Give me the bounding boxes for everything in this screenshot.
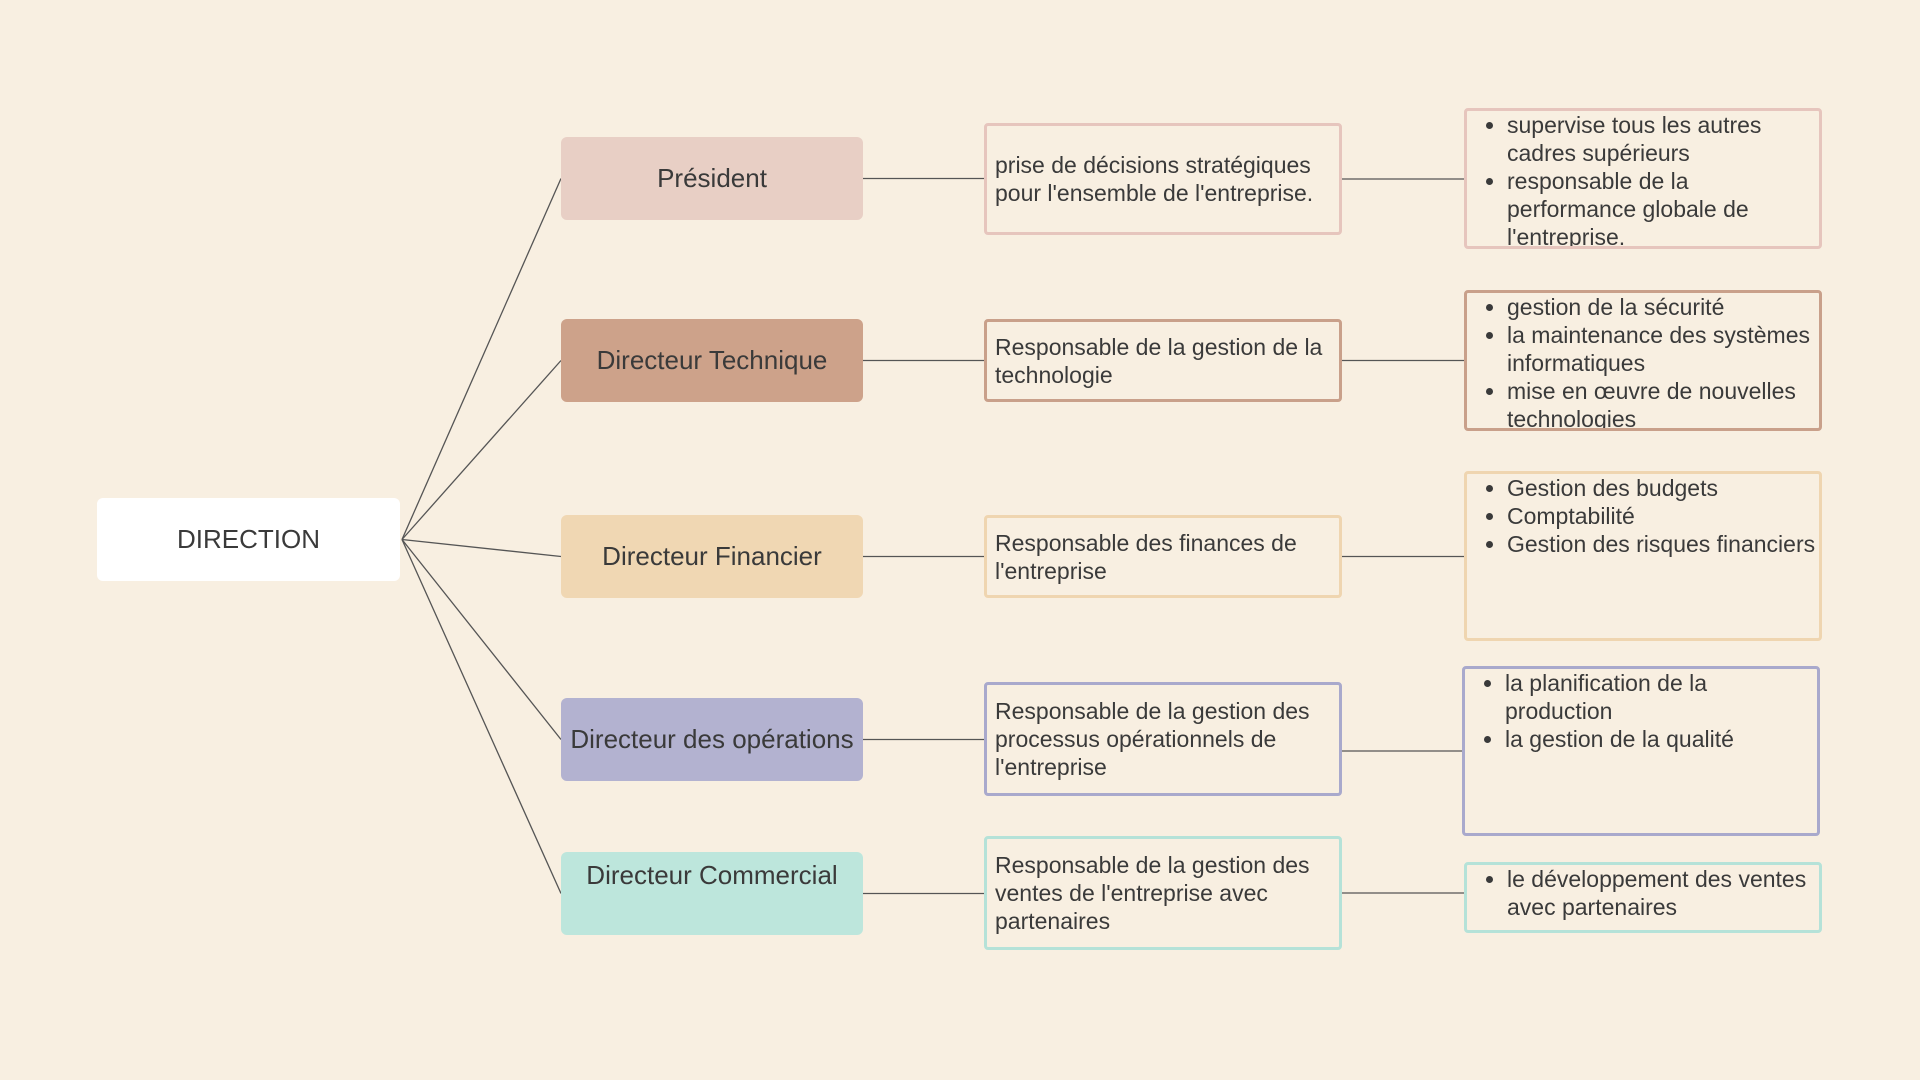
task-list: Gestion des budgets Comptabilité Gestion…	[1467, 474, 1819, 558]
description-node-directeur-operations[interactable]: Responsable de la gestion des processus …	[984, 682, 1342, 796]
role-label: Directeur des opérations	[570, 724, 854, 754]
task-list: la planification de la production la ges…	[1465, 669, 1817, 753]
connector-root-to-role	[401, 360, 562, 540]
tasks-node-directeur-operations[interactable]: la planification de la production la ges…	[1462, 666, 1820, 836]
description-text: Responsable des finances de l'entreprise	[995, 529, 1297, 584]
role-node-president[interactable]: Président	[561, 137, 863, 220]
role-label: Directeur Technique	[596, 345, 828, 375]
task-item: gestion de la sécurité	[1507, 293, 1819, 321]
description-text: prise de décisions stratégiques pour l'e…	[995, 152, 1314, 206]
description-node-directeur-commercial[interactable]: Responsable de la gestion des ventes de …	[984, 836, 1342, 950]
role-label: Directeur Commercial	[586, 860, 838, 890]
root-label: DIRECTION	[177, 524, 320, 554]
connector-root-to-role	[401, 539, 562, 894]
connector-root-to-role	[401, 538, 562, 558]
role-label: Président	[657, 163, 767, 193]
task-item: la planification de la production	[1505, 669, 1817, 725]
tasks-node-directeur-commercial[interactable]: le développement des ventes avec partena…	[1464, 862, 1822, 933]
role-node-directeur-technique[interactable]: Directeur Technique	[561, 319, 863, 402]
description-text: Responsable de la gestion de la technolo…	[995, 333, 1323, 388]
task-item: Gestion des risques financiers	[1507, 530, 1819, 558]
description-text: Responsable de la gestion des processus …	[995, 698, 1310, 780]
connector-root-to-role	[401, 539, 562, 740]
task-list: supervise tous les autres cadres supérie…	[1467, 111, 1819, 246]
task-item: la maintenance des systèmes informatique…	[1507, 321, 1819, 377]
task-list: le développement des ventes avec partena…	[1467, 865, 1819, 921]
description-node-directeur-financier[interactable]: Responsable des finances de l'entreprise	[984, 515, 1342, 598]
role-node-directeur-operations[interactable]: Directeur des opérations	[561, 698, 863, 781]
task-item: la gestion de la qualité	[1505, 725, 1817, 753]
role-node-directeur-commercial[interactable]: Directeur Commercial	[561, 852, 863, 935]
description-node-president[interactable]: prise de décisions stratégiques pour l'e…	[984, 123, 1342, 235]
connector-root-to-role	[401, 178, 562, 540]
description-text: Responsable de la gestion des ventes de …	[995, 852, 1310, 934]
role-node-directeur-financier[interactable]: Directeur Financier	[561, 515, 863, 598]
task-item: responsable de la performance globale de…	[1507, 167, 1819, 246]
task-list: gestion de la sécurité la maintenance de…	[1467, 293, 1819, 428]
role-label: Directeur Financier	[602, 541, 822, 571]
task-item: supervise tous les autres cadres supérie…	[1507, 111, 1819, 167]
task-item: Comptabilité	[1507, 502, 1819, 530]
root-node-direction[interactable]: DIRECTION	[97, 498, 400, 581]
tasks-node-directeur-financier[interactable]: Gestion des budgets Comptabilité Gestion…	[1464, 471, 1822, 641]
task-item: mise en œuvre de nouvelles technologies	[1507, 377, 1819, 428]
tasks-node-president[interactable]: supervise tous les autres cadres supérie…	[1464, 108, 1822, 249]
task-item: le développement des ventes avec partena…	[1507, 865, 1819, 921]
task-item: Gestion des budgets	[1507, 474, 1819, 502]
description-node-directeur-technique[interactable]: Responsable de la gestion de la technolo…	[984, 319, 1342, 402]
tasks-node-directeur-technique[interactable]: gestion de la sécurité la maintenance de…	[1464, 290, 1822, 431]
